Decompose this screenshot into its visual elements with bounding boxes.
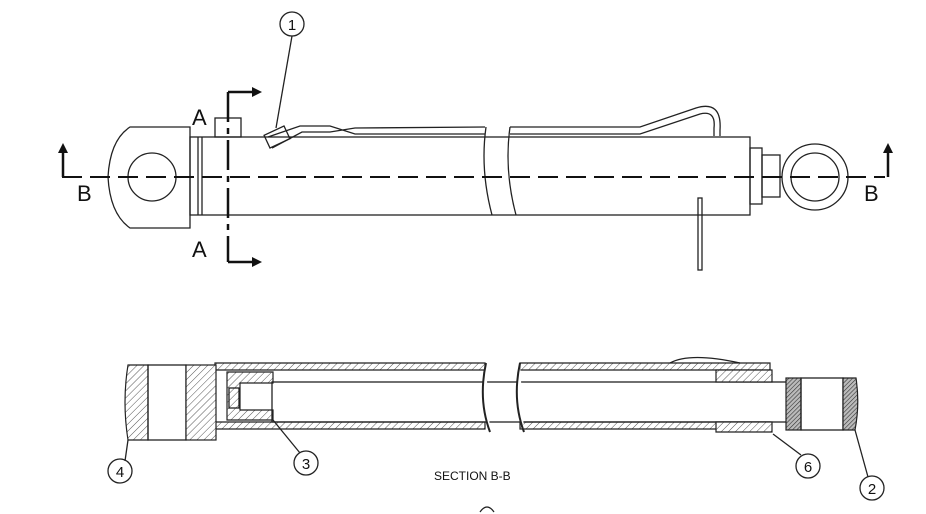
piston-rod — [271, 381, 788, 423]
callouts: 1 4 3 6 2 — [107, 11, 885, 501]
section-a-label-bottom: A — [192, 237, 207, 262]
svg-text:6: 6 — [804, 459, 812, 476]
rod-eye-left — [785, 377, 802, 431]
section-b-label-right: B — [864, 181, 879, 206]
section-a-label-top: A — [192, 105, 207, 130]
section-title: SECTION B-B — [434, 469, 511, 483]
head-cap-left — [124, 364, 149, 441]
piston — [226, 371, 274, 421]
rod-gland — [715, 369, 773, 433]
hydraulic-hose — [267, 105, 721, 149]
rod-eye-right — [842, 377, 859, 431]
callout-1 — [279, 11, 305, 37]
callout-2 — [859, 475, 885, 501]
svg-text:2: 2 — [868, 481, 876, 498]
section-b-label-left: B — [77, 181, 92, 206]
svg-text:4: 4 — [116, 464, 124, 481]
pin — [697, 197, 703, 271]
svg-text:1: 1 — [288, 17, 296, 34]
section-b-b-view: SECTION B-B — [124, 356, 859, 513]
barrel-wall — [214, 362, 771, 430]
callout-6 — [795, 453, 821, 479]
break-lines — [483, 126, 517, 216]
callout-4 — [107, 458, 133, 484]
section-break — [481, 362, 525, 433]
head-cap-block — [185, 364, 217, 441]
callout-3 — [293, 450, 319, 476]
cylinder-elevation-view: A A B B — [58, 87, 893, 271]
hose-fitting — [263, 125, 291, 149]
svg-text:3: 3 — [302, 456, 310, 473]
